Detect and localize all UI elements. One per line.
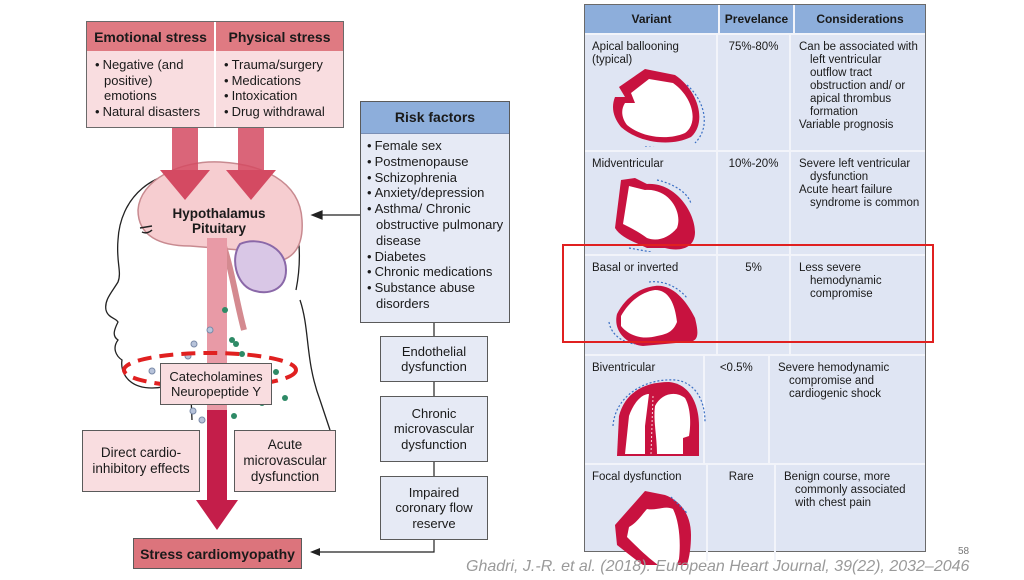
basal-row-highlight-box: [562, 244, 934, 343]
emotional-stress-title: Emotional stress: [87, 22, 214, 51]
catecholamines-box: Catecholamines Neuropeptide Y: [160, 363, 272, 405]
variant-name: Focal dysfunction: [592, 471, 682, 483]
catecholamines-label: Catecholamines: [169, 369, 263, 384]
list-item: Trauma/surgery: [224, 57, 337, 73]
variant-name: Biventricular: [592, 362, 656, 374]
variant-name: Midventricular: [592, 158, 664, 170]
neuropeptide-label: Neuropeptide Y: [170, 384, 262, 399]
arrow-to-outcome: [310, 548, 320, 556]
list-item: Medications: [224, 73, 337, 89]
stress-arrow-left: [160, 128, 210, 200]
prevalence-value: 75%-80%: [718, 35, 791, 150]
consideration: Variable prognosis: [799, 119, 894, 131]
consideration: Acute heart failure syndrome is common: [799, 184, 920, 209]
header-considerations: Considerations: [816, 12, 904, 26]
list-item: Natural disasters: [95, 104, 208, 120]
consideration: Severe left ventricular dysfunction: [799, 158, 911, 183]
physical-stress-box: Physical stress Trauma/surgery Medicatio…: [214, 22, 343, 127]
consideration: Severe hemodynamic compromise and cardio…: [778, 362, 890, 400]
considerations-cell: Can be associated with left ventricular …: [791, 35, 925, 150]
list-item: Schizophrenia: [367, 170, 505, 186]
header-variant: Variant: [585, 5, 720, 33]
list-item: Diabetes: [367, 249, 505, 265]
header-prevalence: Prevelance: [720, 5, 795, 33]
variant-name: Basal or inverted: [592, 262, 679, 274]
chronic-microvascular-box: Chronic microvascular dysfunction: [380, 396, 488, 462]
list-item: Substance abuse disorders: [367, 280, 505, 312]
considerations-cell: Benign course, more commonly associated …: [776, 465, 925, 561]
list-item: Negative (and positive) emotions: [95, 57, 208, 104]
endothelial-dysfunction-box: Endothelial dysfunction: [380, 336, 488, 382]
acute-microvascular-label: Acute microvascular dysfunction: [243, 437, 327, 484]
table-row: Basal or inverted 5% Less severe hemodyn…: [585, 254, 925, 354]
list-item: Intoxication: [224, 88, 337, 104]
consideration: Benign course, more commonly associated …: [784, 471, 906, 509]
table-row: Midventricular 10%-20% Severe left ventr…: [585, 150, 925, 254]
basal-inverted-heart-icon: [608, 281, 698, 346]
list-item: Female sex: [367, 138, 505, 154]
brain-label: Hypothalamus Pituitary: [164, 206, 274, 236]
prevalence-value: 10%-20%: [718, 152, 791, 254]
table-header: Variant Prevelance Considerations: [585, 5, 925, 33]
eye-icon: [139, 225, 153, 234]
apical-ballooning-heart-icon: [613, 69, 705, 147]
prevalence-value: <0.5%: [705, 356, 770, 463]
stress-arrow-right: [226, 128, 276, 200]
risk-factors-list: Female sex Postmenopause Schizophrenia A…: [361, 134, 509, 312]
physical-stress-title: Physical stress: [216, 22, 343, 51]
list-item: Drug withdrawal: [224, 104, 337, 120]
prevalence-value: Rare: [708, 465, 776, 561]
list-item: Anxiety/depression: [367, 185, 505, 201]
focal-dysfunction-heart-icon: [615, 491, 691, 565]
biventricular-heart-icon: [612, 379, 706, 456]
direct-effects-label: Direct cardio-inhibitory effects: [92, 445, 190, 476]
connector-risk-to-brain: [310, 210, 360, 220]
table-row: Focal dysfunction Rare Benign course, mo…: [585, 463, 925, 565]
chain-label: Endothelial dysfunction: [401, 343, 467, 375]
impaired-coronary-flow-box: Impaired coronary flow reserve: [380, 476, 488, 540]
page-number: 58: [958, 546, 970, 557]
hypothalamus-label: Hypothalamus: [172, 206, 266, 221]
consideration: Less severe hemodynamic compromise: [799, 262, 882, 300]
table-row: Apical ballooning (typical) 75%-80% Can …: [585, 33, 925, 150]
pituitary-label: Pituitary: [191, 221, 246, 236]
emotional-stress-box: Emotional stress Negative (and positive)…: [87, 22, 214, 127]
variant-name: Apical ballooning (typical): [592, 41, 679, 66]
list-item: Asthma/ Chronic obstructive pulmonary di…: [367, 201, 505, 248]
risk-factors-box: Risk factors Female sex Postmenopause Sc…: [360, 101, 510, 323]
consideration: Can be associated with left ventricular …: [799, 41, 918, 118]
considerations-cell: Less severe hemodynamic compromise: [791, 256, 925, 354]
citation: Ghadri, J.-R. et al. (2018). European He…: [466, 558, 970, 575]
list-item: Postmenopause: [367, 154, 505, 170]
considerations-cell: Severe hemodynamic compromise and cardio…: [770, 356, 925, 463]
variants-table: Variant Prevelance Considerations Apical…: [584, 4, 926, 565]
acute-microvascular-box: Acute microvascular dysfunction: [234, 430, 336, 492]
stress-cardiomyopathy-box: Stress cardiomyopathy: [133, 538, 302, 569]
stress-triggers: Emotional stress Negative (and positive)…: [86, 21, 344, 128]
chain-label: Impaired coronary flow reserve: [395, 484, 473, 531]
outcome-label: Stress cardiomyopathy: [140, 545, 295, 562]
midventricular-heart-icon: [615, 178, 695, 252]
direct-cardio-inhibitory-box: Direct cardio-inhibitory effects: [82, 430, 200, 492]
physical-stress-list: Trauma/surgery Medications Intoxication …: [216, 51, 343, 119]
considerations-cell: Severe left ventricular dysfunction Acut…: [791, 152, 925, 254]
risk-factors-title: Risk factors: [361, 102, 509, 134]
table-row: Biventricular <0.5% Severe hemodynamic c…: [585, 354, 925, 463]
cerebellum-icon: [234, 240, 288, 294]
connector-chain: [318, 323, 435, 553]
pathophysiology-illustration: [105, 128, 435, 556]
list-item: Chronic medications: [367, 264, 505, 280]
prevalence-value: 5%: [718, 256, 791, 354]
chain-label: Chronic microvascular dysfunction: [393, 405, 475, 452]
emotional-stress-list: Negative (and positive) emotions Natural…: [87, 51, 214, 119]
